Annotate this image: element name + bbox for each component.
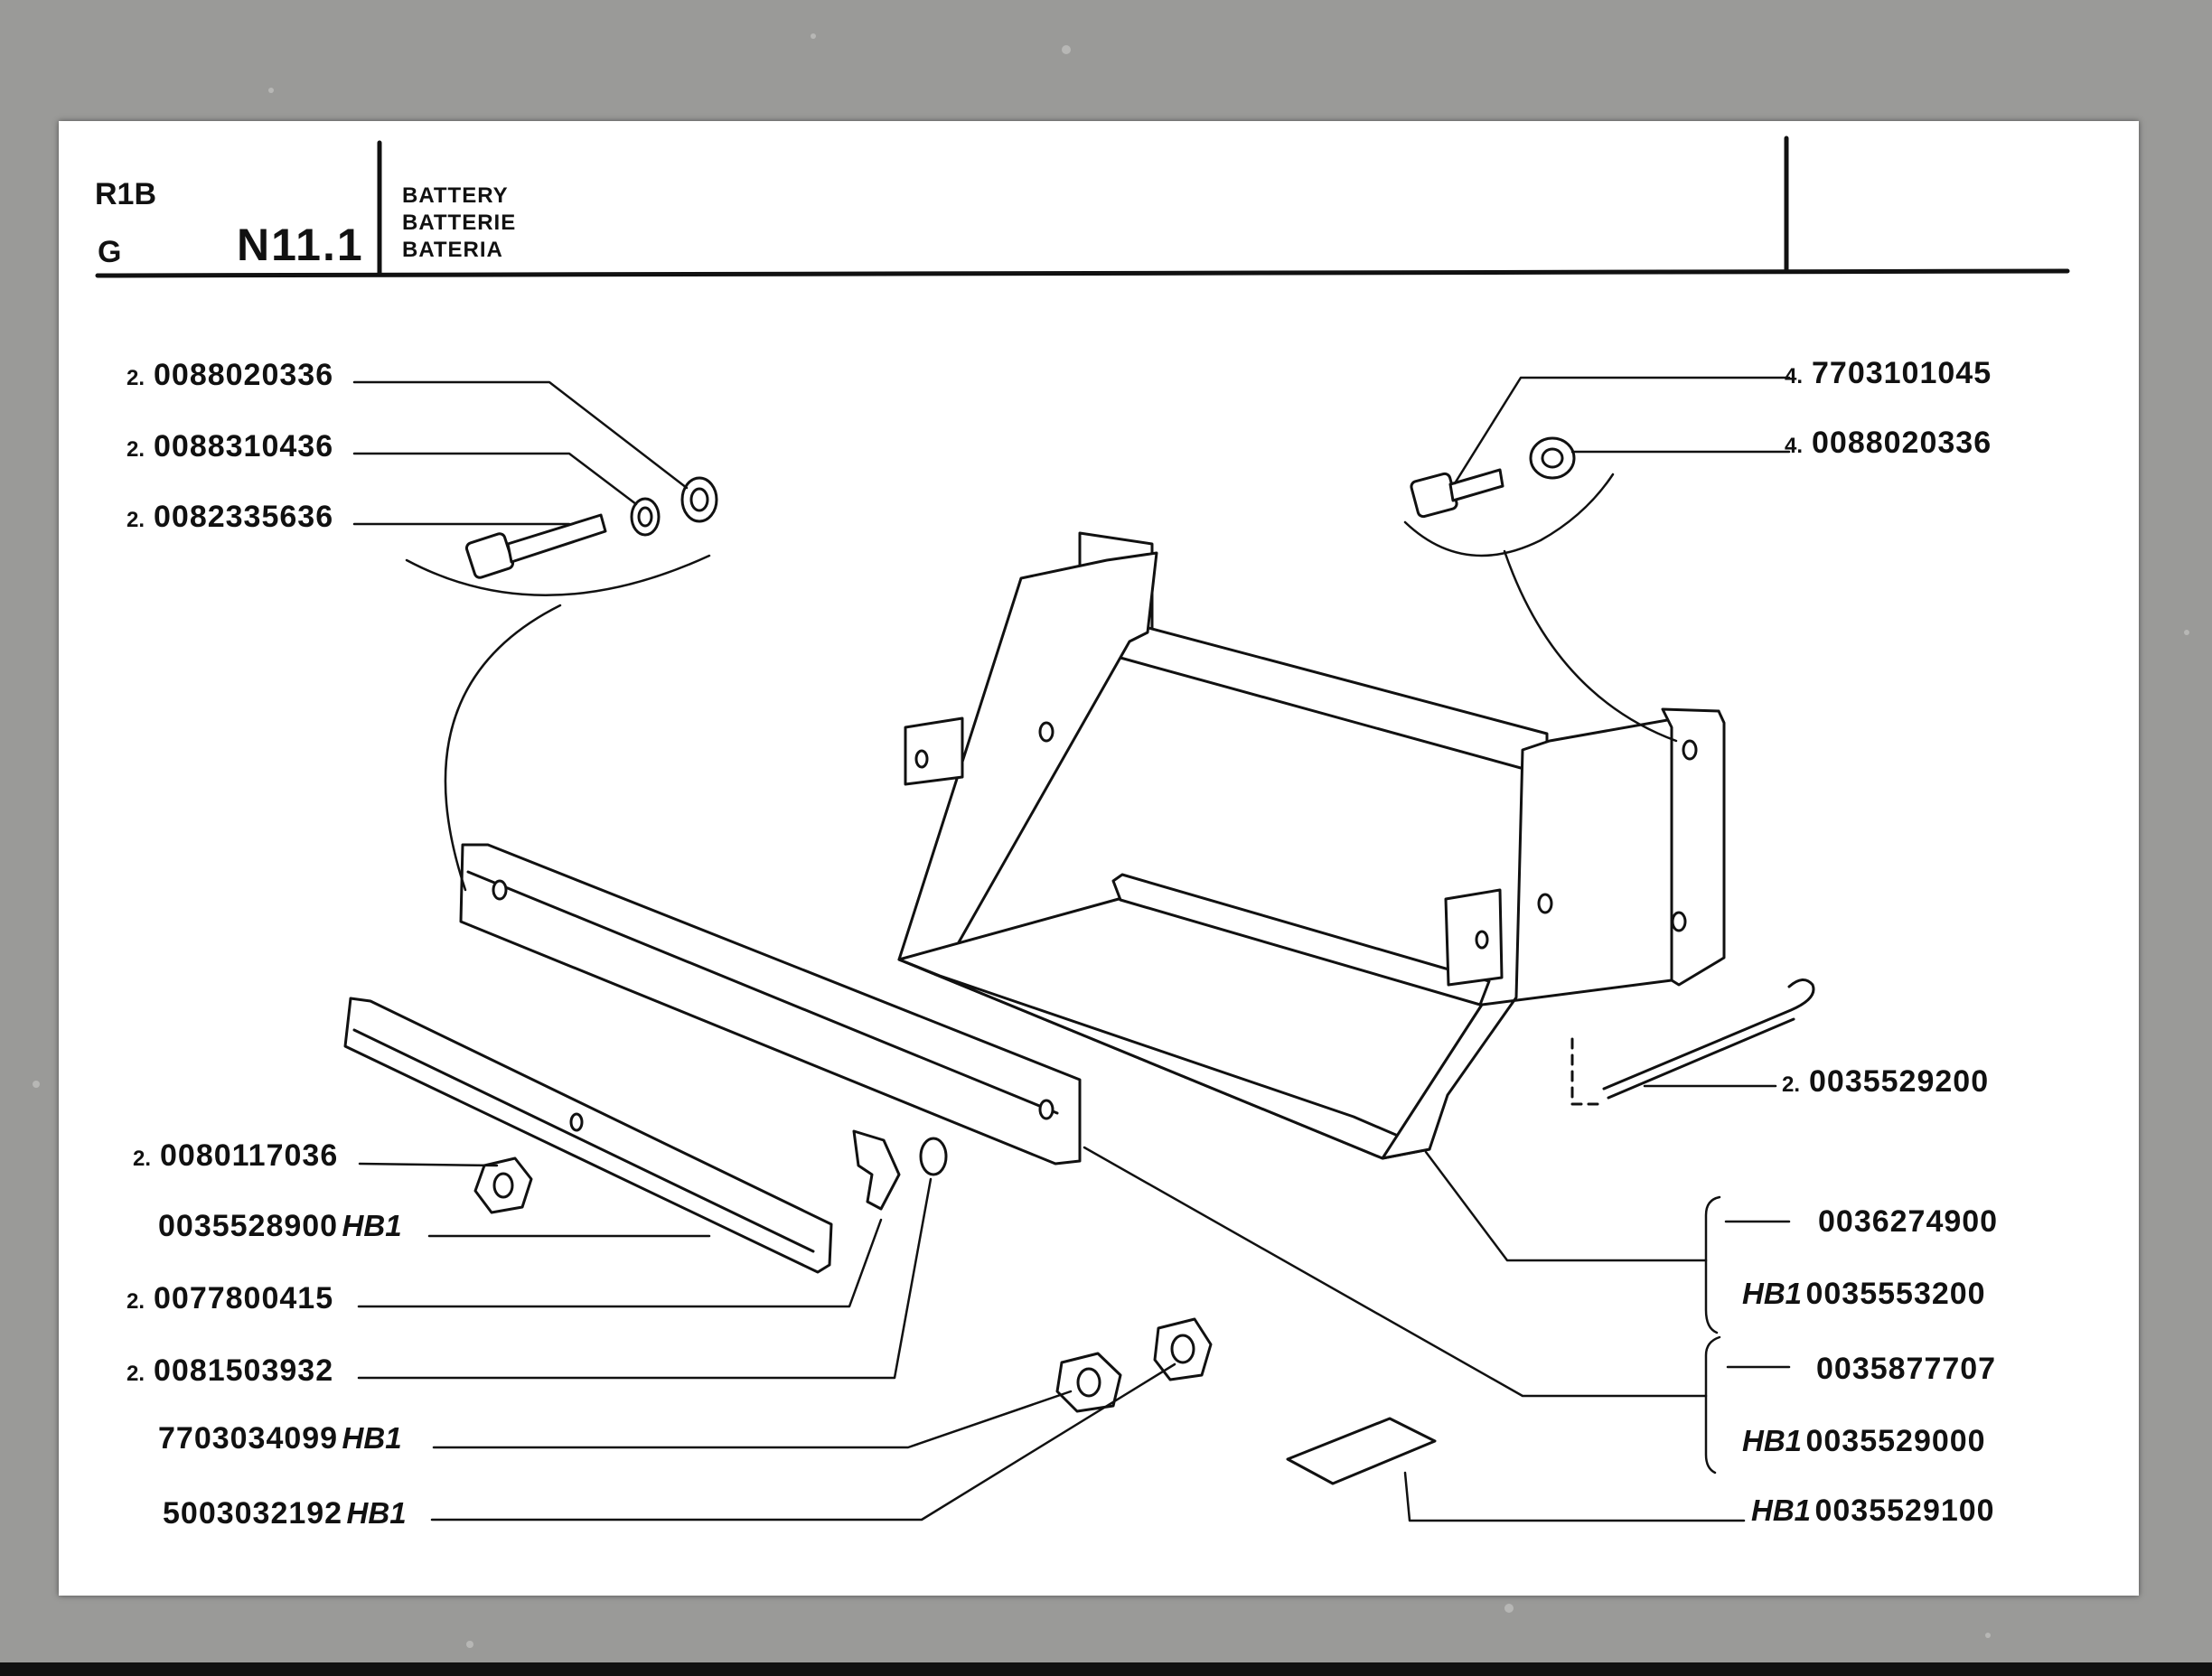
part-number: 0080117036 [160,1138,339,1173]
callout-right: HB1 0035529100 [1751,1495,1995,1526]
callout-left: 2. 0080117036 [133,1140,338,1171]
clamp-bar-short [343,997,833,1274]
part-number: 0035553200 [1805,1277,1986,1311]
fasteners-right [1410,436,1576,519]
callout-left: 2. 0077800415 [127,1283,333,1314]
callout-qty: 4. [1785,434,1804,458]
battery-tray [897,531,1726,1160]
leader-lines-right [1083,376,1791,1522]
variant-prefix: HB1 [1751,1493,1812,1527]
callout-qty: 4. [1785,364,1804,389]
part-number: 0035877707 [1816,1352,1997,1386]
callout-right: 0035877707 [1816,1353,1996,1384]
title-en: BATTERY [402,183,509,208]
fasteners-left [464,476,1213,1413]
variant-prefix: HB1 [1742,1277,1803,1310]
leader-lines-left [352,380,1176,1522]
callout-left: 2. 0081503932 [127,1355,333,1386]
catalog-sheet [59,121,2139,1596]
callout-right: HB1 0035529000 [1742,1426,1986,1456]
variant-code: G [98,235,122,269]
variant-suffix: HB1 [342,1209,402,1242]
callout-qty: 2. [127,1289,145,1314]
part-number: 0088020336 [154,358,334,392]
variant-prefix: HB1 [1742,1424,1803,1457]
callout-left: 7703034099 HB1 [158,1423,402,1454]
callout-left: 2. 0088020336 [127,360,333,390]
part-number: 5003032192 [163,1496,343,1531]
callout-qty: 2. [127,1362,145,1386]
callout-qty: 2. [127,437,145,462]
part-number: 0035528900 [158,1209,339,1243]
callout-qty: 2. [127,366,145,390]
part-number: 7703034099 [158,1421,339,1456]
callout-right: 0036274900 [1818,1206,1998,1237]
part-number: 0082335636 [154,500,334,534]
part-number: 0036274900 [1818,1204,1999,1239]
group-arcs [405,473,1678,892]
callout-qty: 2. [1782,1072,1801,1097]
part-number: 0088020336 [1812,426,1992,460]
part-number: 0081503932 [154,1353,334,1388]
callout-qty: 2. [133,1147,152,1171]
variant-suffix: HB1 [342,1421,402,1455]
title-es: BATERIA [402,238,503,262]
model-code: R1B [95,177,157,211]
part-number: 7703101045 [1812,356,1992,390]
part-number: 0035529200 [1809,1064,1990,1099]
title-fr: BATTERIE [402,211,517,235]
callout-left: 2. 0082335636 [127,501,333,532]
header-rules [95,136,2070,278]
part-number: 0035529000 [1805,1424,1986,1458]
part-number: 0035529100 [1814,1493,1995,1528]
j-bolt-rod [1570,978,1815,1106]
callout-right: 2. 0035529200 [1782,1066,1989,1097]
callout-qty: 2. [127,508,145,532]
part-number: 0088310436 [154,429,334,463]
callout-left: 0035528900 HB1 [158,1211,402,1241]
label-plate [1286,1417,1437,1485]
clamp-bar-long [459,843,1082,1166]
callout-right: 4. 0088020336 [1785,427,1992,458]
callout-right: 4. 7703101045 [1785,358,1992,389]
part-number: 0077800415 [154,1281,334,1316]
variant-suffix: HB1 [346,1496,407,1530]
callout-right: HB1 0035553200 [1742,1278,1986,1309]
callout-left: 5003032192 HB1 [163,1498,407,1529]
callout-left: 2. 0088310436 [127,431,333,462]
page-code: N11.1 [237,220,364,270]
battery-tray-holes [914,721,1698,950]
